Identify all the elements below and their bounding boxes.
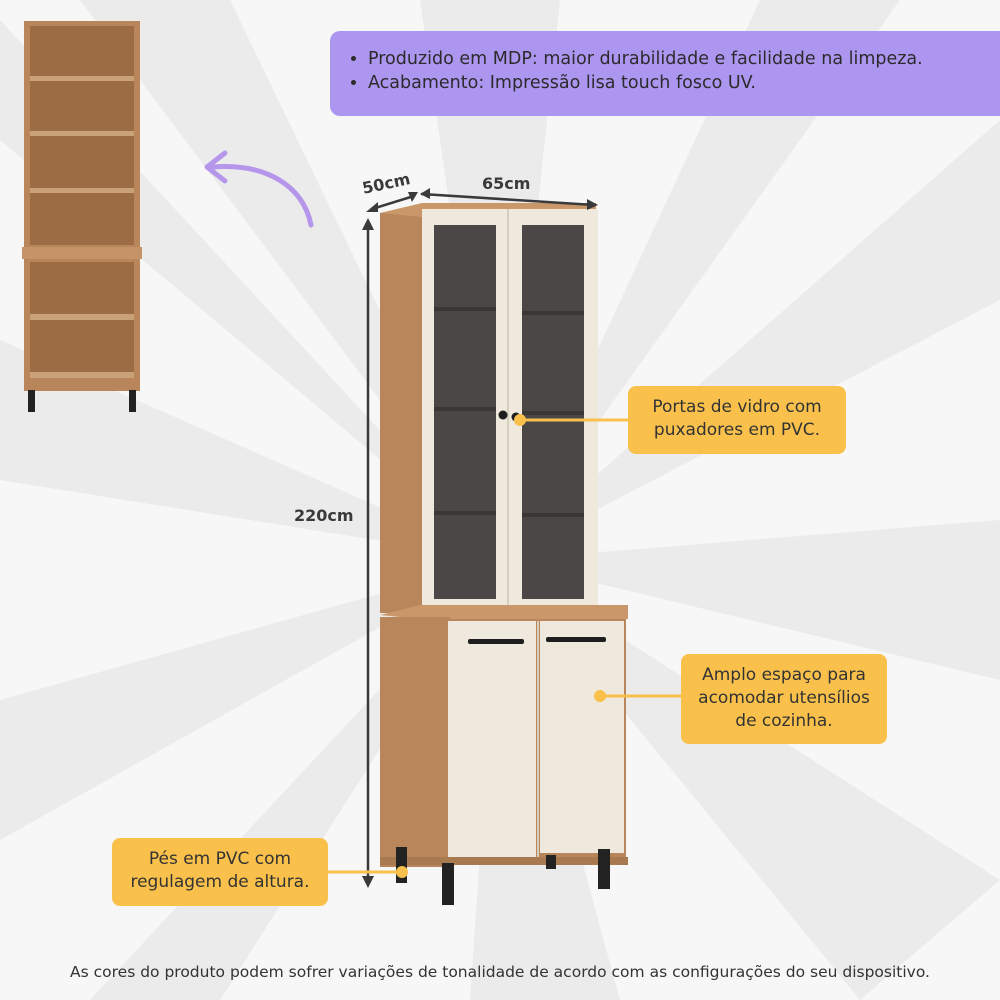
main-cabinet (380, 203, 628, 905)
feature-finish: Acabamento: Impressão lisa touch fosco U… (368, 71, 1000, 95)
callout-storage-line-1: Amplo espaço para (702, 665, 866, 685)
callout-glass-doors-line-2: puxadores em PVC. (653, 420, 821, 440)
feature-material: Produzido em MDP: maior durabilidade e f… (368, 47, 1000, 71)
callout-storage-line-3: de cozinha. (735, 711, 833, 731)
callout-feet-line-2: regulagem de altura. (130, 872, 310, 892)
callout-glass-doors-line-1: Portas de vidro com (652, 397, 822, 417)
callout-storage-space: Amplo espaço para acomodar utensílios de… (681, 654, 887, 744)
features-banner: Produzido em MDP: maior durabilidade e f… (330, 31, 1000, 116)
curved-arrow-icon (204, 150, 314, 228)
callout-feet-line-1: Pés em PVC com (148, 849, 292, 869)
open-cabinet-thumbnail (22, 21, 142, 412)
callout-storage-line-2: acomodar utensílios (698, 688, 870, 708)
features-list: Produzido em MDP: maior durabilidade e f… (330, 31, 1000, 95)
dimension-height: 220cm (294, 506, 354, 525)
dimension-width: 65cm (482, 174, 531, 193)
color-disclaimer: As cores do produto podem sofrer variaçõ… (70, 963, 930, 981)
callout-pvc-feet: Pés em PVC com regulagem de altura. (112, 838, 328, 906)
callout-glass-doors: Portas de vidro com puxadores em PVC. (628, 386, 846, 454)
